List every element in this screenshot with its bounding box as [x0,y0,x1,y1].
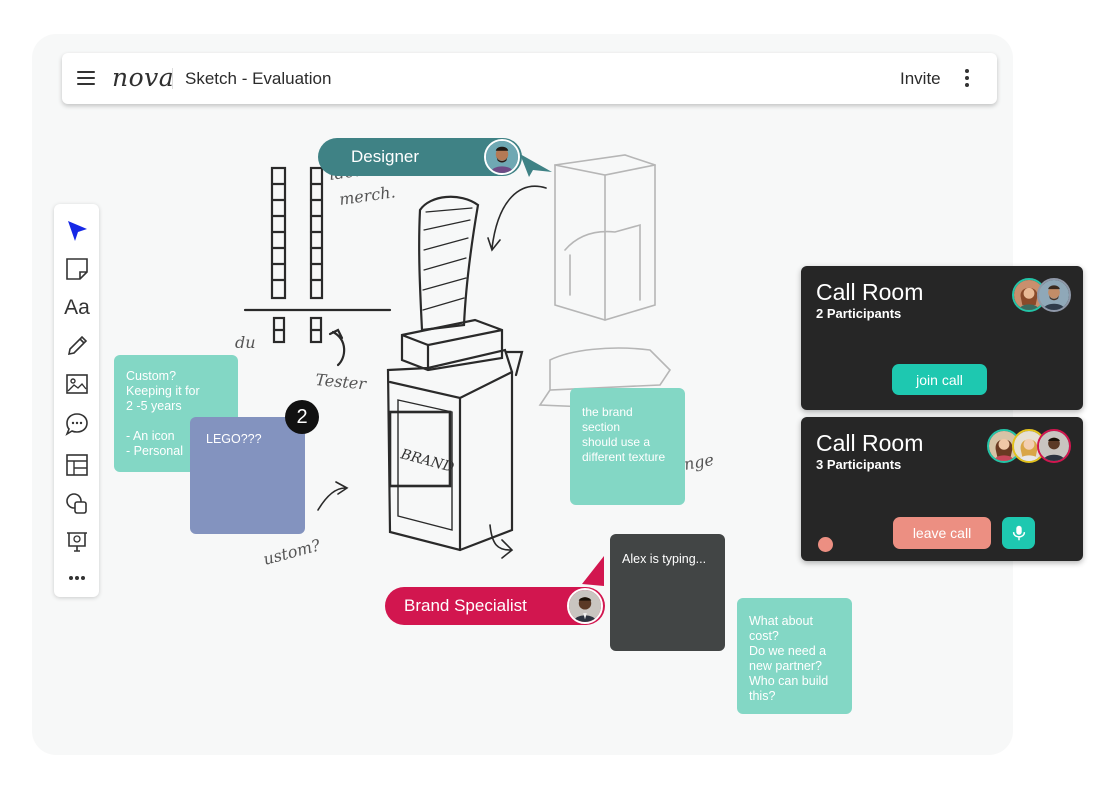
brand-specialist-cursor-label[interactable]: Brand Specialist [385,587,605,625]
participant-avatars [1012,278,1071,312]
hamburger-menu-icon[interactable] [77,71,95,85]
sticky-note-typing[interactable]: Alex is typing... [610,534,725,651]
top-bar: nova Sketch - Evaluation Invite [62,53,997,104]
annotation-du: du [235,333,256,352]
tool-palette: Aa [54,204,99,597]
document-title[interactable]: Sketch - Evaluation [185,69,332,88]
shapes-tool[interactable] [62,489,92,519]
image-tool[interactable] [62,369,92,399]
participant-avatars [987,429,1071,463]
call-room-panel-2: Call Room 3 Participants leave call [801,417,1083,561]
presentation-tool[interactable] [62,527,92,557]
designer-cursor-name: Designer [351,147,420,166]
call-room-title: Call Room [816,430,924,456]
layout-template-icon [66,454,88,476]
template-tool[interactable] [62,450,92,480]
sticky-note-brand-section[interactable]: the brand section should use a different… [570,388,685,505]
microphone-toggle-button[interactable] [1002,517,1035,549]
call-room-participants: 2 Participants [816,306,902,321]
leave-call-button[interactable]: leave call [893,517,991,549]
comment-count-badge[interactable]: 2 [285,400,319,434]
more-tools-button[interactable] [62,563,92,593]
call-room-participants: 3 Participants [816,457,902,472]
product-sketch-drawing[interactable]: ideal merch. Tester du BRAND ustom? nge [230,120,750,580]
invite-button[interactable]: Invite [900,69,941,88]
comment-bubble-icon [65,413,88,436]
more-options-icon[interactable] [962,69,972,87]
sticky-note-lego[interactable]: LEGO??? [190,417,305,534]
designer-cursor-pointer-icon [520,154,552,177]
sticky-note-cost[interactable]: What about cost? Do we need a new partne… [737,598,852,714]
image-icon [66,374,88,394]
designer-avatar [484,139,520,175]
annotation-tester: Tester [315,370,368,393]
pencil-icon [67,335,88,356]
text-tool-label: Aa [64,296,90,319]
ellipsis-icon [69,576,85,580]
brand-specialist-cursor-name: Brand Specialist [404,596,527,615]
shapes-icon [66,493,87,514]
text-tool[interactable]: Aa [62,293,92,323]
sticky-note-custom[interactable]: Custom? Keeping it for 2 -5 years - An i… [114,355,238,472]
sticky-note-icon [66,258,88,280]
pen-tool[interactable] [62,331,92,361]
brand-specialist-cursor-pointer-icon [582,556,604,586]
call-room-panel-1: Call Room 2 Participants join call [801,266,1083,410]
top-bar-divider [172,68,173,89]
comment-tool[interactable] [62,409,92,439]
join-call-button[interactable]: join call [892,364,987,395]
designer-cursor-label[interactable]: Designer [318,138,522,176]
app-logo[interactable]: nova [112,63,175,92]
call-room-title: Call Room [816,279,924,305]
cursor-arrow-icon [68,221,87,241]
call-status-dot [818,537,833,552]
annotation-nge: nge [682,450,715,474]
presentation-board-icon [67,532,87,552]
annotation-merch: merch. [338,182,397,209]
participant-avatar [1037,278,1071,312]
participant-avatar [1037,429,1071,463]
annotation-ustom: ustom? [261,535,323,569]
microphone-icon [1012,525,1025,541]
brand-specialist-avatar [567,588,603,624]
sticky-note-tool[interactable] [62,254,92,284]
annotation-brand: BRAND [398,446,456,476]
select-tool[interactable] [62,216,92,246]
